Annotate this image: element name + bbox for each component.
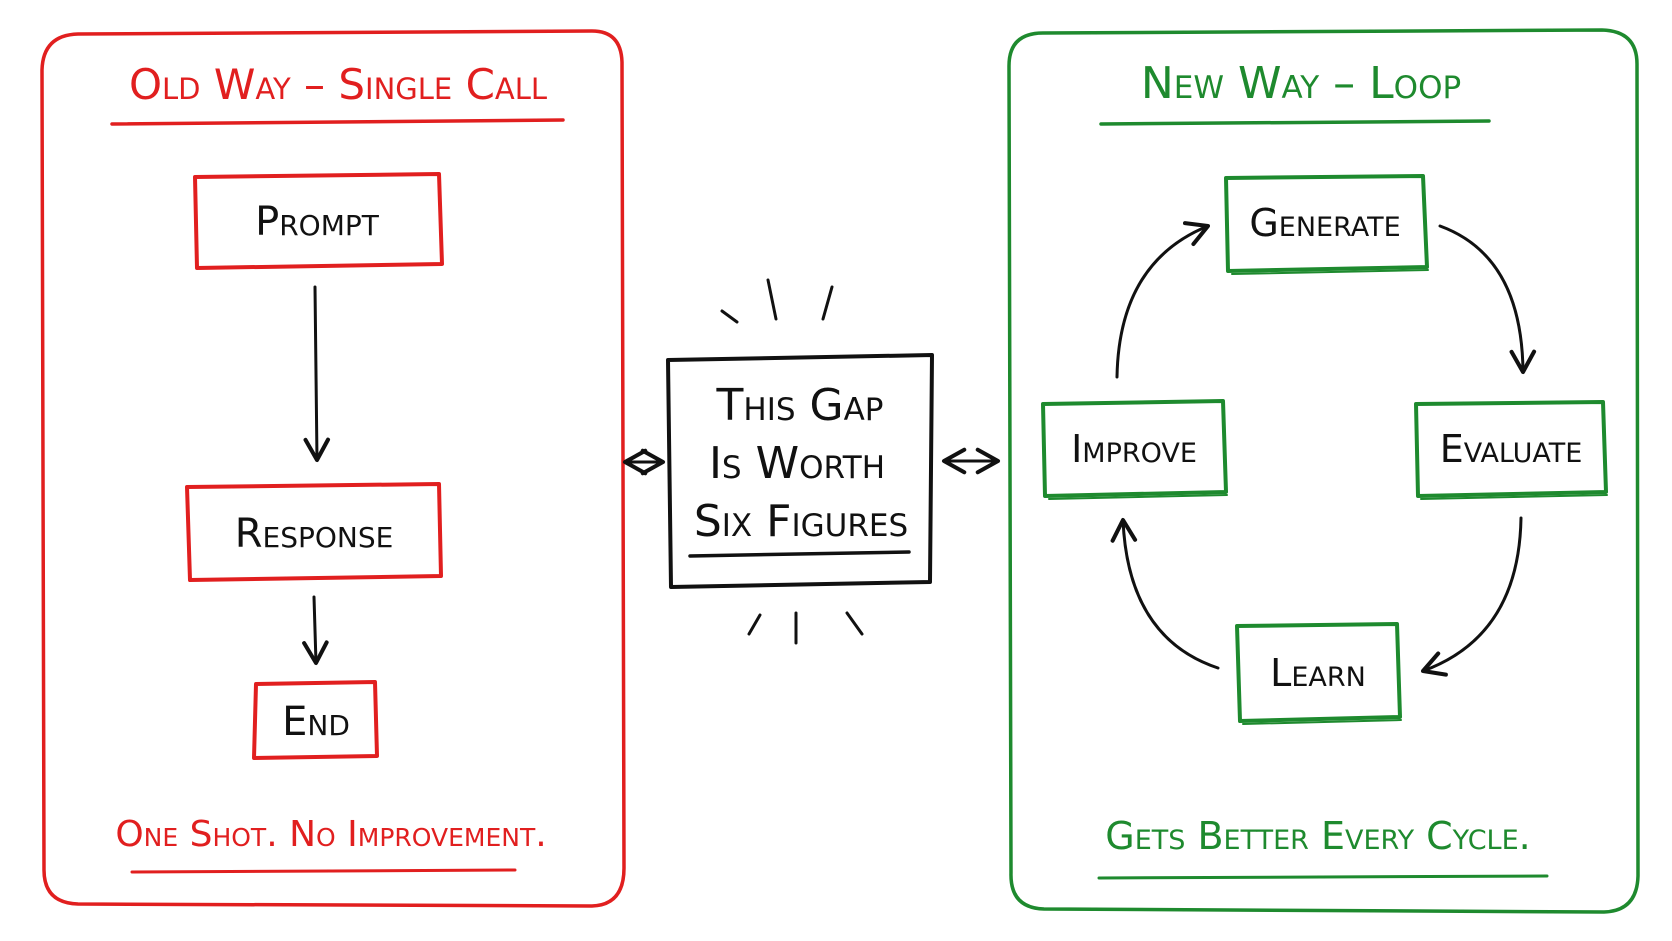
new-way-title-underline: [1099, 119, 1491, 126]
burst-line: [821, 285, 834, 321]
learn-node-label: Learn: [1270, 651, 1366, 695]
learn-to-improve-arrow: [1110, 517, 1220, 670]
old-way-footer-underline: [130, 868, 517, 874]
old-way-title-underline: [110, 118, 565, 126]
response-step: Response: [185, 482, 443, 582]
new-way-footer: Gets Better Every Cycle.: [1105, 814, 1530, 858]
generate-to-evaluate-arrow: [1438, 224, 1537, 375]
old-way-footer: One Shot. No Improvement.: [115, 814, 546, 855]
end-step: End: [252, 680, 379, 760]
gap-callout-line-1: This Gap: [716, 380, 884, 431]
prompt-step-label: Prompt: [255, 199, 380, 245]
gap-callout-line-3: Six Figures: [694, 496, 908, 547]
improve-to-generate-arrow: [1115, 221, 1211, 379]
old-way-panel-frame: [40, 29, 626, 908]
gap-callout-box: [666, 353, 934, 589]
evaluate-node-label: Evaluate: [1440, 427, 1583, 471]
gap-callout-underline: [688, 550, 911, 558]
end-step-label: End: [282, 699, 350, 745]
old-way-panel: Old Way – Single Call Prompt Response En…: [40, 29, 626, 908]
burst-line: [720, 309, 739, 324]
old-way-title: Old Way – Single Call: [129, 60, 547, 109]
improve-node: Improve: [1041, 399, 1228, 500]
burst-line: [766, 278, 778, 321]
burst-line: [747, 613, 762, 636]
new-way-panel: New Way – Loop Generate Evaluate Learn I…: [1007, 28, 1640, 914]
prompt-step: Prompt: [193, 172, 444, 270]
generate-node-label: Generate: [1249, 201, 1400, 245]
new-way-footer-underline: [1097, 874, 1549, 880]
learn-node: Learn: [1235, 622, 1402, 725]
new-way-panel-frame: [1007, 28, 1640, 914]
new-way-title: New Way – Loop: [1141, 58, 1461, 109]
response-step-label: Response: [235, 511, 394, 557]
evaluate-node: Evaluate: [1414, 400, 1608, 500]
evaluate-to-learn-arrow: [1420, 516, 1523, 677]
generate-node: Generate: [1224, 174, 1429, 275]
gap-callout-line-2: Is Worth: [709, 438, 885, 489]
prompt-to-response-arrow: [303, 285, 331, 463]
improve-node-label: Improve: [1071, 427, 1197, 471]
burst-line: [845, 611, 864, 636]
response-to-end-arrow: [302, 595, 329, 666]
gap-callout: This Gap Is Worth Six Figures: [622, 278, 1001, 645]
